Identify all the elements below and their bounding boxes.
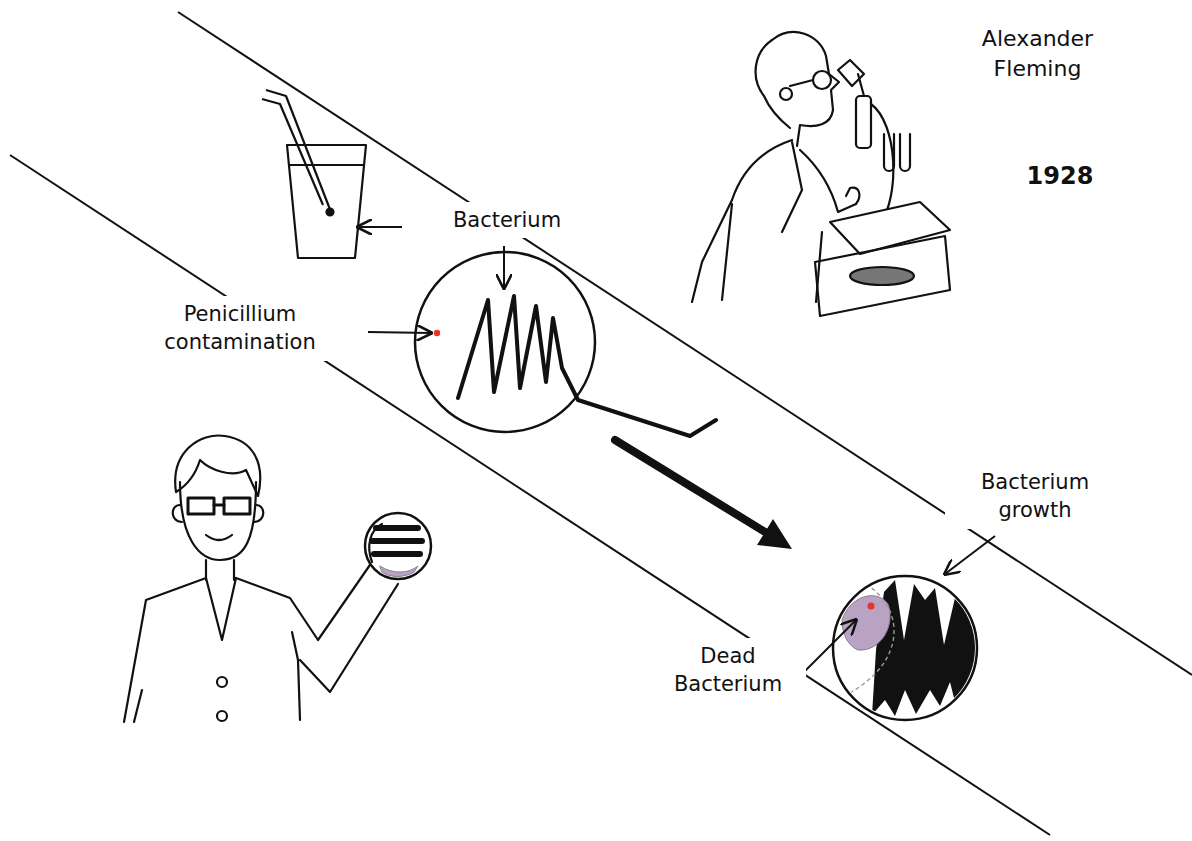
- person-name: Alexander Fleming: [950, 20, 1125, 87]
- band-lines: [10, 12, 1192, 835]
- cup-rim: [290, 164, 363, 166]
- glasses: [813, 71, 831, 89]
- sample-slide: [850, 267, 914, 285]
- bacterium-dot: [327, 209, 334, 216]
- coat-outline: [292, 632, 300, 720]
- glasses-arm: [790, 80, 813, 86]
- mould-spot: [868, 603, 875, 610]
- band-line: [10, 155, 1050, 835]
- head-profile: [772, 32, 839, 146]
- arrow-head: [757, 519, 792, 549]
- microscope-tube: [856, 96, 871, 148]
- part-label: Penicillium contamination: [130, 296, 350, 361]
- leader-arrow: [945, 536, 995, 574]
- coat-fold: [134, 690, 142, 722]
- leader-arrow: [503, 246, 505, 288]
- test-tube: [900, 134, 910, 171]
- mould-spot: [434, 330, 440, 336]
- hair: [175, 435, 260, 496]
- coat-lapel: [206, 578, 236, 640]
- leader-arrow: [368, 332, 431, 333]
- held-dish: [365, 513, 431, 579]
- part-label: Bacterium: [402, 202, 612, 238]
- arm-hand: [800, 150, 859, 212]
- coat-button: [217, 711, 227, 721]
- raised-arm: [236, 562, 372, 640]
- scientist-figure: [124, 435, 431, 722]
- coat-outline: [124, 578, 206, 722]
- inhibition-boundary: [848, 584, 894, 694]
- petri-dish: [415, 252, 716, 436]
- face: [180, 482, 256, 560]
- microscope-arm: [871, 104, 893, 224]
- glasses: [188, 498, 214, 514]
- coat-outline: [816, 232, 822, 302]
- ear: [254, 505, 263, 522]
- ear: [780, 88, 792, 100]
- process-arrow: [615, 440, 792, 549]
- petri-dish: [833, 576, 980, 720]
- part-label: Dead Bacterium: [650, 638, 806, 703]
- sample-tray: [815, 236, 950, 316]
- hair: [756, 40, 790, 128]
- coat-fold: [722, 204, 732, 300]
- leader-arrow: [800, 620, 856, 676]
- straw: [266, 90, 331, 212]
- coat-lapel: [782, 142, 802, 232]
- dead-zone: [842, 596, 890, 650]
- bacterium-growth: [872, 580, 980, 716]
- glasses: [224, 498, 250, 514]
- bacterium-streak: [458, 296, 716, 436]
- glasses-bridge: [214, 504, 224, 507]
- scientist-microscope: [692, 32, 950, 316]
- dish-growth: [372, 528, 422, 554]
- thumb: [369, 524, 382, 562]
- arrow-shaft: [615, 440, 770, 535]
- year-label: 1928: [1015, 156, 1105, 196]
- microscope-tube: [858, 74, 864, 96]
- smile: [206, 535, 232, 540]
- straw: [262, 99, 323, 205]
- test-tube: [884, 134, 894, 171]
- neck: [206, 560, 234, 580]
- cup-drawing: [262, 90, 366, 258]
- dish-dead-zone: [380, 566, 418, 577]
- ear: [173, 505, 182, 522]
- raised-arm: [300, 584, 398, 692]
- coat-outline: [692, 140, 792, 302]
- leader-lines: [358, 227, 995, 676]
- coat-button: [217, 677, 227, 687]
- part-label: Bacterium growth: [945, 464, 1125, 529]
